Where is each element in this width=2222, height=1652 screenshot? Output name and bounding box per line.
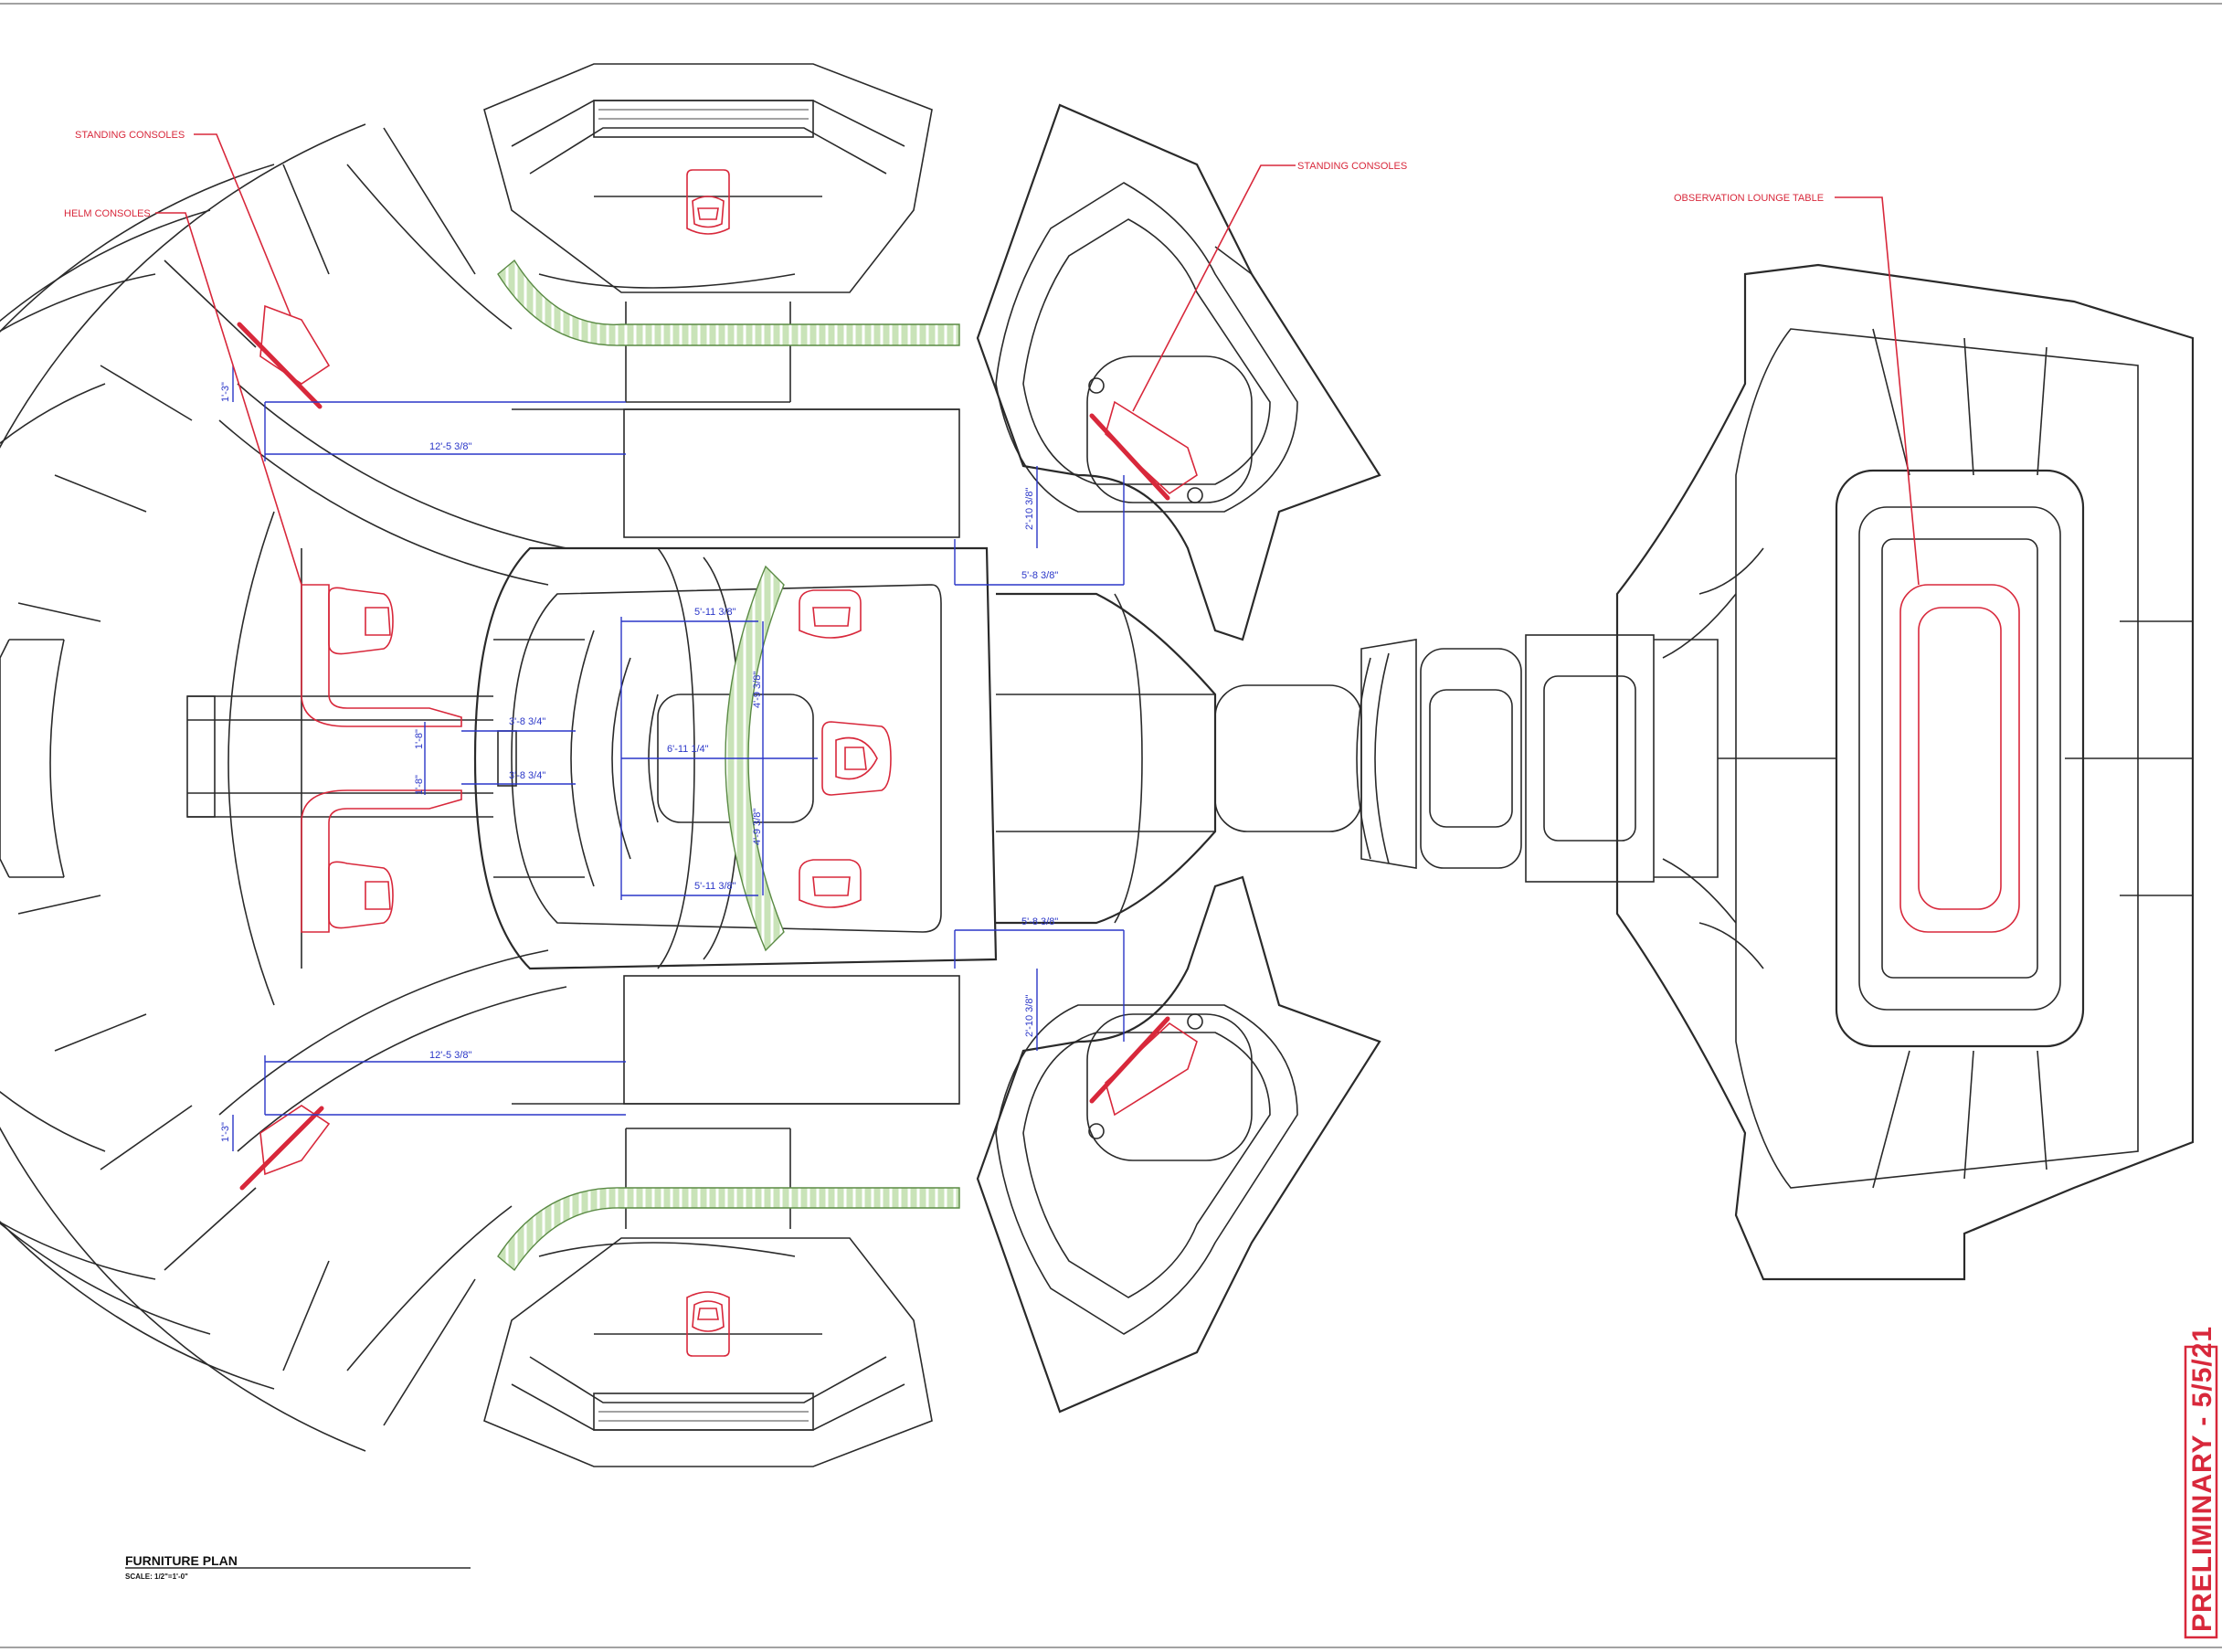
dim-bottom-long: 12'-5 3/8" [429,1050,471,1061]
dim-right-top-v: 2'-10 3/8" [1024,488,1035,530]
center-chair-bottom [799,859,862,908]
preliminary-stamp: PRELIMINARY - 5/5/21 [2184,1326,2218,1639]
ring-to-center-paths [218,164,567,1371]
dimension-lines [232,365,1125,1151]
plan-title: FURNITURE PLAN [125,1553,238,1568]
observation-lounge-table [1899,584,2020,933]
dimension-texts: 12'-5 3/8" 12'-5 3/8" 1'-3" 1'-3" 3'-8 3… [220,382,1058,1142]
right-bottom-standing-console [1089,1016,1198,1117]
helm-console-top [301,584,462,727]
bottom-station-chair [686,1291,730,1357]
left-top-standing-console [237,304,331,409]
dim-top-small: 1'-3" [220,382,231,402]
right-top-pod [976,103,1381,641]
helm-corridor [186,695,493,818]
center-chair-top [799,589,862,639]
dim-center-top: 5'-11 3/8" [694,607,736,618]
dim-center-bot: 5'-11 3/8" [694,881,736,892]
plan-scale: SCALE: 1/2"=1'-0" [125,1573,188,1581]
bottom-hatched-platform [512,975,960,1105]
dim-helm-b: 3'-8 3/4" [509,770,545,781]
observation-lounge [1615,263,2195,1281]
dim-right-top-h: 5'-8 3/8" [1021,570,1058,581]
top-green-strip [497,259,960,346]
preliminary-stamp-text: PRELIMINARY - 5/5/21 [2187,1326,2217,1632]
label-standing-consoles-right: STANDING CONSOLES [1297,161,1407,172]
dim-bottom-small: 1'-3" [220,1122,231,1142]
dim-center-w: 6'-11 1/4" [667,744,709,755]
bottom-station [483,1128,933,1467]
dim-helm-v2: 1'-8" [414,775,425,795]
label-observation-lounge-table: OBSERVATION LOUNGE TABLE [1674,193,1824,204]
bridge-outer-ring [0,123,476,1452]
label-helm-consoles: HELM CONSOLES [64,208,151,219]
dim-right-bot-h: 5'-8 3/8" [1021,916,1058,927]
center-captain-chair [821,721,892,796]
top-hatched-platform [512,408,960,538]
dim-center-v1: 4'-9 3/8" [752,672,763,708]
dim-right-bot-v: 2'-10 3/8" [1024,995,1035,1037]
dim-helm-a: 3'-8 3/4" [509,716,545,727]
sheet-border [0,3,2222,1648]
bottom-green-strip [497,1187,960,1272]
dim-top-long: 12'-5 3/8" [429,441,471,452]
helm-console-bottom [301,789,462,933]
top-station-chair [686,169,730,235]
right-top-standing-console [1089,400,1198,501]
dim-helm-v1: 1'-8" [414,729,425,749]
corridor-to-lounge [996,592,1719,925]
title-block: FURNITURE PLAN SCALE: 1/2"=1'-0" [125,1553,471,1581]
top-station [483,63,933,403]
label-standing-consoles-left: STANDING CONSOLES [75,130,185,141]
dim-center-v2: 4'-9 3/8" [752,809,763,845]
center-green-strip [725,565,785,952]
right-bottom-pod [976,875,1381,1414]
leader-lines [155,133,1920,586]
left-bottom-standing-console [239,1105,331,1191]
